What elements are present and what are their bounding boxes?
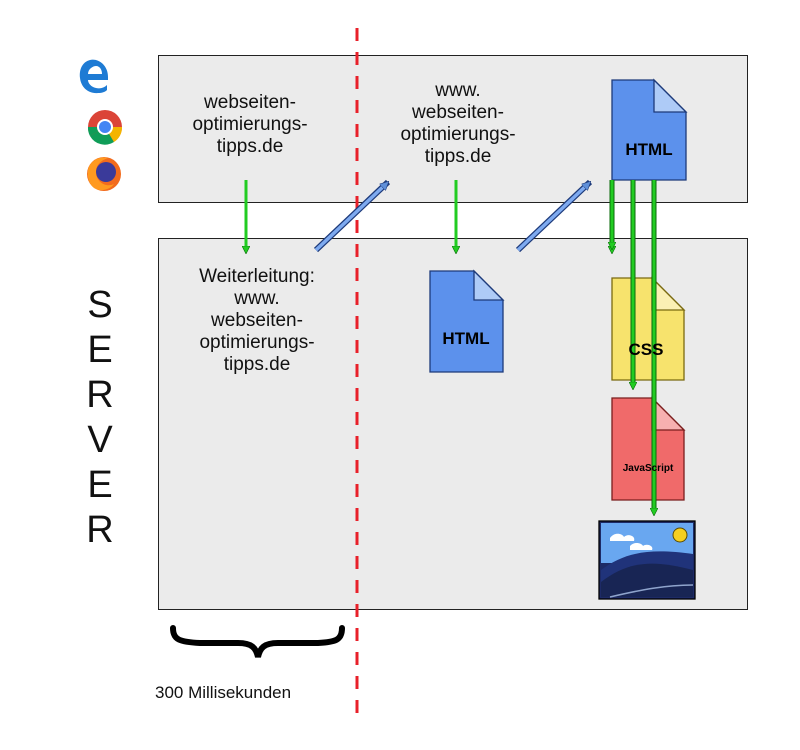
chrome-icon <box>87 110 123 145</box>
browser-html-file-label: HTML <box>625 140 672 159</box>
latency-label: 300 Millisekunden <box>155 683 292 702</box>
server-html-file-icon <box>429 269 505 373</box>
css-file-label: CSS <box>629 340 664 359</box>
image-file-icon <box>598 520 696 600</box>
javascript-file-icon <box>611 396 686 501</box>
browser-domain-label: webseiten- optimierungs- tipps.de <box>192 92 308 157</box>
server-html-file-label: HTML <box>442 329 489 348</box>
javascript-file-label: JavaScript <box>623 463 674 474</box>
response-arrow-2-fill <box>516 184 588 252</box>
server-label: S E R V E R <box>86 284 114 551</box>
css-file-icon <box>611 276 686 381</box>
latency-brace <box>170 625 345 658</box>
response-arrow-1-fill <box>314 184 386 252</box>
browser-html-file-icon <box>611 78 688 181</box>
firefox-icon <box>87 157 121 191</box>
edge-icon <box>79 59 108 94</box>
browser-www-label: www. webseiten- optimierungs- tipps.de <box>400 80 516 167</box>
server-redirect-label: Weiterleitung: www. webseiten- optimieru… <box>199 266 315 375</box>
